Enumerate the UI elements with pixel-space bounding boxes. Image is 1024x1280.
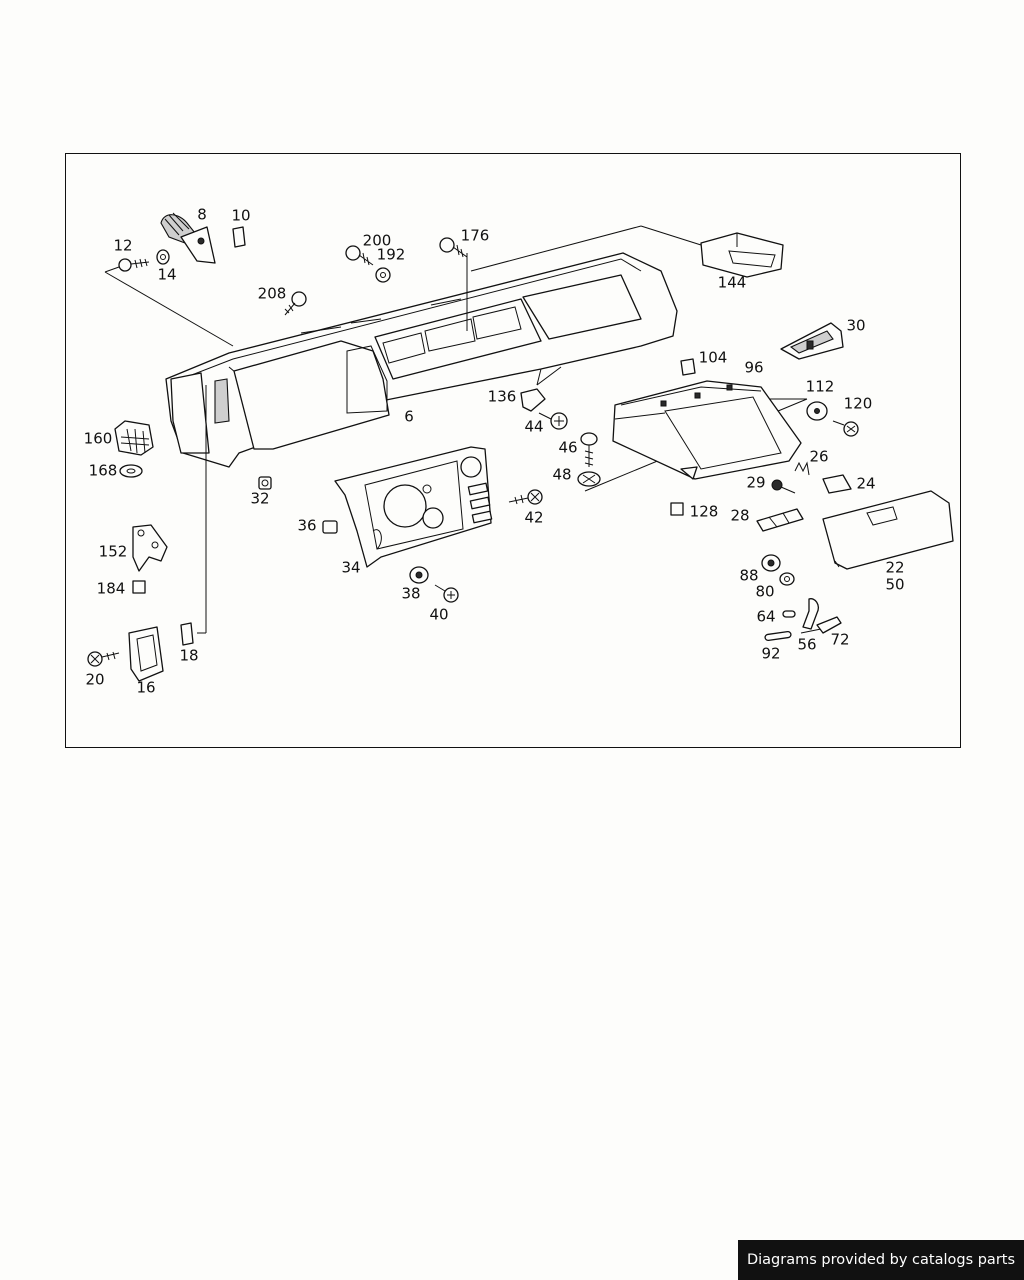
part-28-latch (757, 509, 803, 531)
credit-banner: Diagrams provided by catalogs parts (738, 1240, 1024, 1280)
callout-44: 44 (524, 420, 543, 435)
part-136-clip (521, 389, 545, 411)
callout-192: 192 (377, 248, 406, 263)
callout-104: 104 (699, 351, 728, 366)
part-22-glovebox-lid (823, 491, 953, 569)
part-36-clip (323, 521, 337, 533)
callout-96: 96 (744, 361, 763, 376)
part-24-plate (823, 475, 851, 493)
callout-12: 12 (113, 239, 132, 254)
callout-208: 208 (258, 287, 287, 302)
part-88-knob (762, 555, 780, 571)
callout-160: 160 (84, 432, 113, 447)
part-30-bracket (781, 323, 843, 359)
part-128-clip (671, 503, 683, 515)
callout-56: 56 (797, 638, 816, 653)
callout-18: 18 (179, 649, 198, 664)
part-26-spring (795, 463, 809, 475)
part-168-washer (120, 465, 142, 477)
callout-48: 48 (552, 468, 571, 483)
part-80-washer (780, 573, 794, 585)
diagram-frame: 8 10 12 14 200 192 176 144 208 30 104 96… (65, 153, 961, 748)
callout-32: 32 (250, 492, 269, 507)
callout-64: 64 (756, 610, 775, 625)
callout-28: 28 (730, 509, 749, 524)
callout-24: 24 (856, 477, 875, 492)
callout-144: 144 (718, 276, 747, 291)
part-46-screw (581, 433, 597, 467)
part-208-bolt (285, 292, 306, 315)
callout-8: 8 (197, 208, 207, 223)
part-29-bolt (772, 480, 795, 493)
callout-136: 136 (488, 390, 517, 405)
part-34-instrument-bezel (335, 447, 492, 567)
callout-50: 50 (885, 578, 904, 593)
callout-112: 112 (806, 380, 835, 395)
part-14-washer (157, 250, 169, 264)
callout-30: 30 (846, 319, 865, 334)
part-112-grommet (807, 402, 827, 420)
part-16-switch-bezel (129, 627, 163, 681)
callout-10: 10 (231, 209, 250, 224)
part-184-clip (133, 581, 145, 593)
callout-22: 22 (885, 561, 904, 576)
callout-72: 72 (830, 633, 849, 648)
callout-34: 34 (341, 561, 360, 576)
part-12-screw (119, 259, 149, 271)
callout-14: 14 (157, 268, 176, 283)
callout-29: 29 (746, 476, 765, 491)
credit-text: Diagrams provided by catalogs parts (747, 1252, 1015, 1268)
callout-80: 80 (755, 585, 774, 600)
callout-92: 92 (761, 647, 780, 662)
part-96-glovebox-frame (613, 381, 801, 479)
callout-42: 42 (524, 511, 543, 526)
part-56-lever (801, 599, 821, 633)
callout-20: 20 (85, 673, 104, 688)
part-104-clip (681, 359, 695, 375)
part-160-vent (115, 421, 153, 455)
callout-184: 184 (97, 582, 126, 597)
part-120-screw (833, 421, 858, 436)
callout-152: 152 (99, 545, 128, 560)
callout-36: 36 (297, 519, 316, 534)
part-32-clip (259, 477, 271, 489)
callout-120: 120 (844, 397, 873, 412)
part-40-screw (435, 585, 458, 602)
callout-46: 46 (558, 441, 577, 456)
callout-38: 38 (401, 587, 420, 602)
callout-40: 40 (429, 608, 448, 623)
part-20-screw (88, 652, 119, 666)
callout-128: 128 (690, 505, 719, 520)
callout-88: 88 (739, 569, 758, 584)
part-18-clip (181, 623, 193, 645)
part-38-grommet (410, 567, 428, 583)
part-92-rod (765, 631, 792, 641)
callout-6: 6 (404, 410, 414, 425)
part-152-bracket (133, 525, 167, 571)
part-10-clip (233, 227, 245, 247)
part-64-pin (783, 611, 795, 617)
part-144-storage-box (701, 233, 783, 277)
callout-26: 26 (809, 450, 828, 465)
part-48-nut (578, 472, 600, 486)
callout-16: 16 (136, 681, 155, 696)
part-42-screw (509, 490, 542, 504)
callout-168: 168 (89, 464, 118, 479)
callout-176: 176 (461, 229, 490, 244)
part-192-washer (376, 268, 390, 282)
